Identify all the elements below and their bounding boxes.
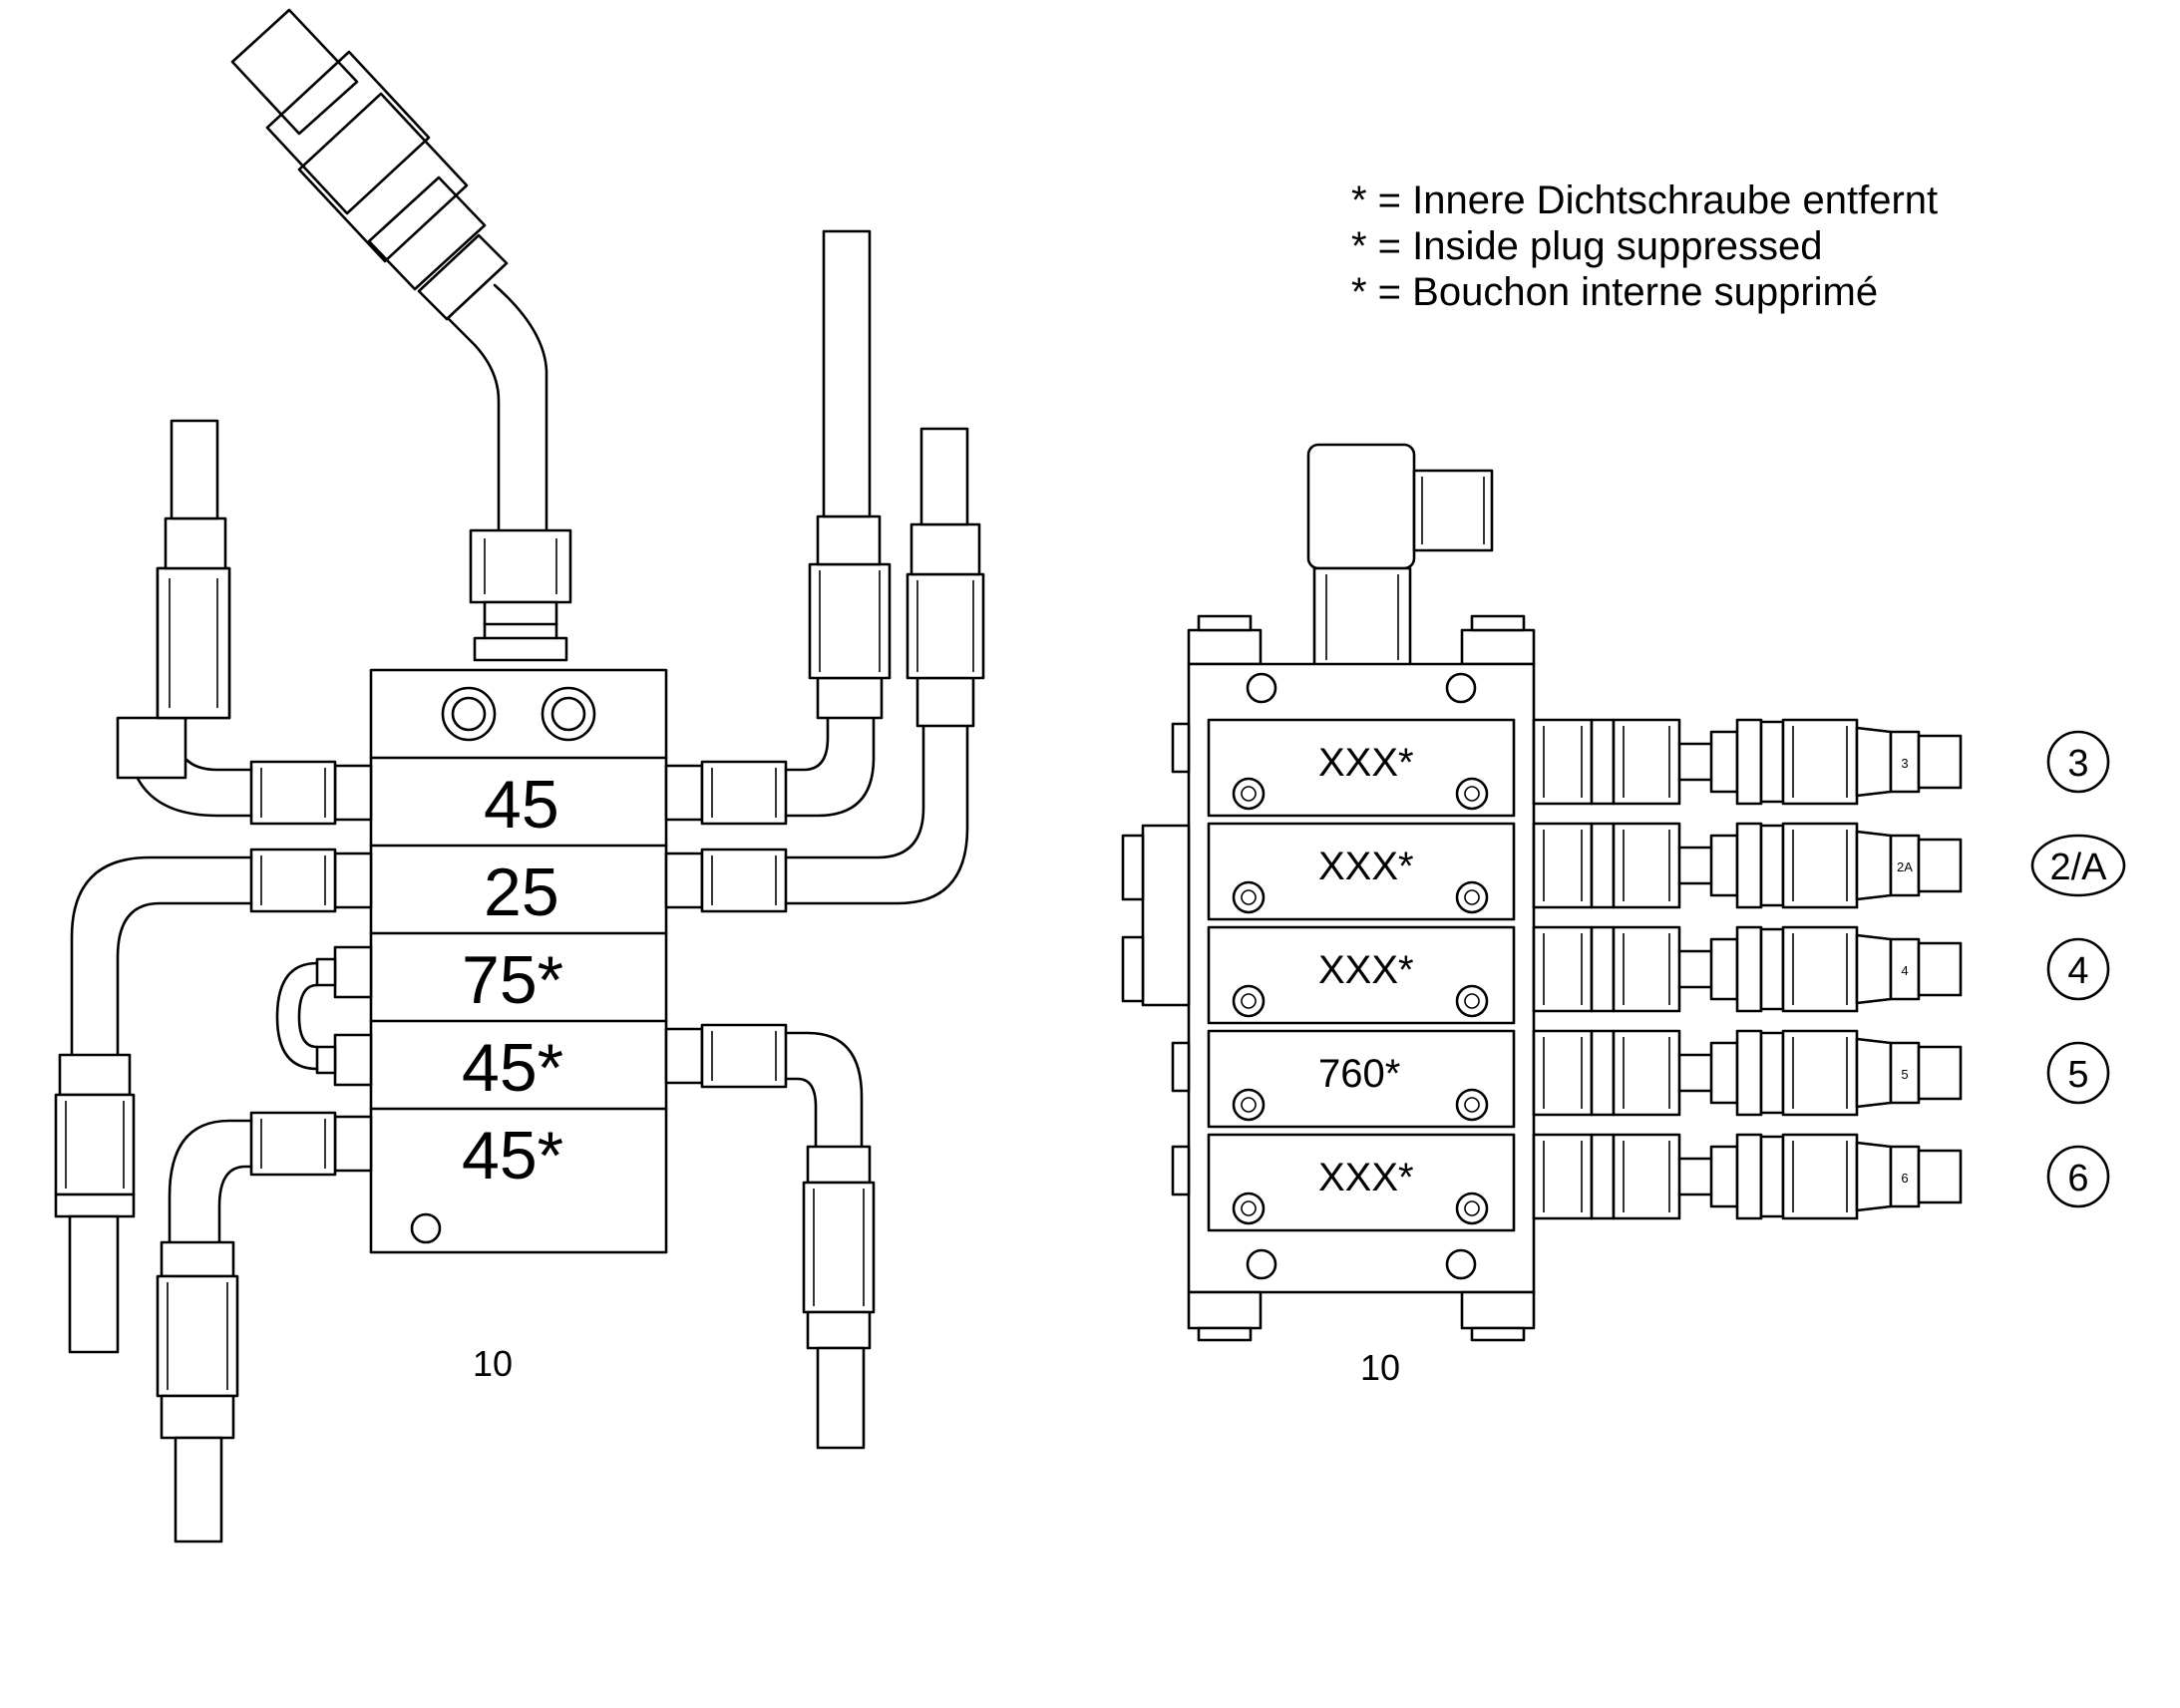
left-block-body [369,668,668,1254]
legend-line-english: * = Inside plug suppressed [1351,224,1823,268]
callout-3: 4 [2067,950,2088,992]
right-section-panel-2 [1207,822,1516,921]
right-section-1: XXX* [1318,741,1414,785]
left-section-3: 75* [462,942,563,1018]
outlet-fitting-row [1532,1029,1963,1117]
right-section-panel-4 [1207,1029,1516,1129]
outlet-fitting-row [1532,718,1963,806]
callout-bubble-2 [2030,834,2126,897]
inlet-nut [265,50,431,215]
left-distributor: 45 25 75* 45* 45* [54,8,985,1543]
left-section-4: 45* [462,1030,563,1106]
left-outlet-row5-left [156,1111,373,1543]
right-caption: 10 [1360,1347,1400,1388]
inlet-pipe-end [230,8,359,136]
left-caption: 10 [473,1343,513,1384]
left-outlet-row1-left [116,419,373,826]
outlet-tag-1: 3 [1901,756,1908,771]
outlet-fitting-row [1532,925,1963,1013]
callout-bubble-4 [2046,1041,2110,1105]
left-jumper-loop [275,945,373,1087]
elbow-fitting [1306,443,1416,570]
callout-bubble-5 [2046,1145,2110,1208]
left-section-5: 45* [462,1118,563,1194]
left-outlet-row2-left [54,848,373,1354]
right-distributor: XXX* XXX* XXX* 760* XXX* 3 2A 4 5 6 3 2/… [1121,443,2126,1388]
right-section-panel-5 [1207,1133,1516,1232]
right-section-4: 760* [1318,1052,1400,1096]
callout-1: 3 [2067,743,2088,785]
callout-bubble-1 [2046,730,2110,794]
legend: * = Innere Dichtschraube entfernt * = In… [1351,177,1938,315]
legend-line-french: * = Bouchon interne supprimé [1351,270,1879,314]
left-block-top-port-2 [541,686,596,742]
outlet-tag-5: 6 [1901,1171,1908,1186]
right-section-3: XXX* [1318,948,1414,992]
right-section-2: XXX* [1318,845,1414,888]
right-outlet-fittings [1532,718,1963,1220]
inlet-pipe [447,317,501,532]
left-section-2: 25 [484,854,559,930]
right-section-panel-3 [1207,925,1516,1025]
callout-bubble-3 [2046,937,2110,1001]
callout-2: 2/A [2049,847,2107,888]
left-block-mount-hole [410,1212,442,1244]
outlet-fitting-row [1532,822,1963,909]
elbow-nut [1412,469,1494,552]
right-section-panel-1 [1207,718,1516,818]
legend-line-german: * = Innere Dichtschraube entfernt [1351,178,1939,222]
left-block-top-port-1 [441,686,497,742]
outlet-tag-3: 4 [1901,963,1908,978]
callout-4: 5 [2067,1054,2088,1096]
outlet-tag-2: 2A [1897,859,1913,874]
left-outlet-row1-right [664,229,892,826]
outlet-tag-4: 5 [1901,1067,1908,1082]
left-outlet-row4-right [664,1023,876,1450]
right-block-side-inlet [1141,824,1191,1007]
callout-5: 6 [2067,1158,2088,1199]
left-outlet-row2-right [664,427,985,913]
right-section-5: XXX* [1318,1156,1414,1199]
outlet-fitting-row [1532,1133,1963,1220]
inlet-fitting-nut [469,528,572,604]
left-section-1: 45 [484,767,559,843]
